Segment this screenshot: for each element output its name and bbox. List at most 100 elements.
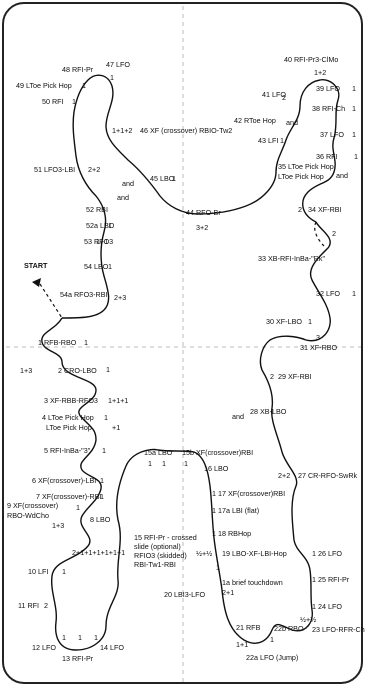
element-54: 54 LBO [84,262,109,271]
element-9-edge: RBO-WdCho [7,511,49,520]
count-label: 1 [172,174,176,183]
count-label: 2 [282,93,286,102]
element-33: 33 XB-RFI-InBa-"Rk" [258,254,325,263]
element-15-note-4: RBI-Tw1-RBI [134,560,176,569]
element-38: 38 RFI-Ch [312,104,345,113]
count-label: +1 [112,423,120,432]
start-path [39,283,63,319]
count-label: 1 [352,84,356,93]
element-17a: 17a LBI (flat) [218,506,259,515]
element-54a: 54a RFO3-RBI [60,290,108,299]
count-label: 2 [44,601,48,610]
element-16: 16 LBO [204,464,229,473]
count-label: 1 [184,459,188,468]
count-label: 1 [312,602,316,611]
count-label: 2 [270,372,274,381]
element-12: 12 LFO [32,643,56,652]
connector-and: and [117,193,129,202]
count-label: 1 [212,489,216,498]
element-52a: 52a LBO [86,221,115,230]
element-15a: 15a LBO [144,448,173,457]
element-46: 46 XF (crossover) RBIO-Tw2 [140,126,232,135]
start-arrow-icon [32,278,41,287]
count-label: 1 [108,221,112,230]
rink-outline [2,2,363,684]
pattern-path-top [61,74,340,319]
element-7: 7 XF(crossover)-RBI [36,492,102,501]
count-label: 2+1+1+1+1+1+1 [72,548,125,557]
element-48: 48 RFI-Pr [62,65,94,74]
element-15-note-3: RFIO3 (skidded) [134,551,187,560]
element-50: 50 RFI [42,97,64,106]
element-24: 24 LFO [318,602,342,611]
count-label: 1 [62,567,66,576]
element-22b: 22b RBO [274,624,304,633]
count-label: 1 [162,459,166,468]
element-52: 52 RBI [86,205,108,214]
element-31: 31 XF-RBO [300,343,338,352]
pattern-path-mid [157,221,331,644]
element-3: 3 XF-RBB-RFO3 [44,396,98,405]
element-19: 19 LBO-XF-LBI-Hop [222,549,287,558]
count-label: 1 [148,459,152,468]
count-label: 2+1 [222,588,234,597]
start-label: START [24,261,48,270]
element-30: 30 XF-LBO [266,317,302,326]
count-label: 1 [110,73,114,82]
count-label: 2+3 [114,293,126,302]
element-6: 6 XF(crossover)-LBI [32,476,96,485]
count-label: 1 [108,262,112,271]
element-49: 49 LToe Pick Hop [16,81,72,90]
element-36: 36 RFI [316,152,338,161]
count-label: 1 [78,633,82,642]
element-14: 14 LFO [100,643,124,652]
count-label: 1 [94,633,98,642]
element-35: 35 LToe Pick Hop [278,162,334,171]
element-40: 40 RFI-Pr3-ClMo [284,55,338,64]
element-51: 51 LFO3-LBI [34,165,75,174]
element-37: 37 LFO [320,130,344,139]
count-label: 1+1 [96,237,108,246]
element-32: 32 LFO [316,289,340,298]
count-label: 1+3 [52,521,64,530]
count-label: 3 [316,333,320,342]
count-label: 1 [100,476,104,485]
element-4: 4 LToe Pick Hop [42,413,94,422]
pattern-path-dash-right [314,221,325,247]
element-28: 28 XB-LBO [250,407,287,416]
count-label: 3+2 [196,223,208,232]
element-29: 29 XF-RBI [278,372,312,381]
count-label: 1 [280,136,284,145]
count-label: 1 [212,529,216,538]
element-42: 42 RToe Hop [234,116,276,125]
element-20: 20 LBI3-LFO [164,590,206,599]
count-label: 2 [298,205,302,214]
count-label: 1 [352,130,356,139]
connector-and: and [336,171,348,180]
element-39: 39 LFO [316,84,340,93]
element-35-second: LToe Pick Hop [278,172,324,181]
count-label: 2 [332,229,336,238]
element-9: 9 XF(crossover) [7,501,58,510]
element-25: 25 RFI-Pr [318,575,350,584]
count-label: 1 [216,563,220,572]
element-45: 45 LBO [150,174,175,183]
count-label: 1 [352,289,356,298]
count-label: 1+3 [20,366,32,375]
element-53: 53 RFO3 [84,237,113,246]
element-34: 34 XF-RBI [308,205,342,214]
element-17: 17 XF(crossover)RBI [218,489,285,498]
element-11: 11 RFI [18,601,39,610]
element-22a: 22a LFO (Jump) [246,653,298,662]
count-label: 1 [354,152,358,161]
element-44: 44 RFO-Br [186,208,221,217]
element-4-second: LToe Pick Hop [46,423,92,432]
element-15-note-2: slide (optional) [134,542,181,551]
count-label: ½+½ [196,549,212,558]
count-label: ½+½ [300,615,316,624]
element-41: 41 LFO [262,90,286,99]
element-5: 5 RFI-InBa-"3" [44,446,91,455]
element-13: 13 RFI-Pr [62,654,94,663]
element-8: 8 LBO [90,515,111,524]
count-label: 1 [312,575,316,584]
